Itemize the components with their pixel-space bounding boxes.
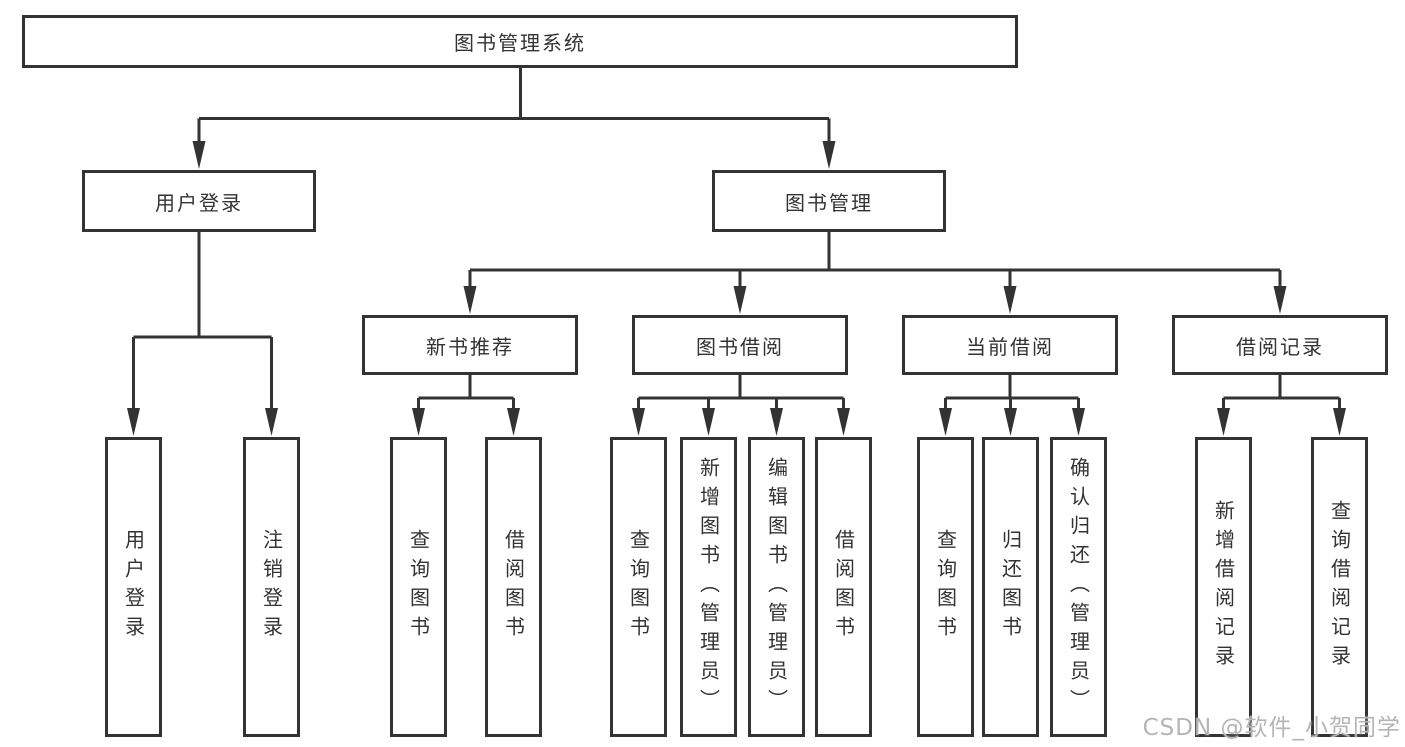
node-book-management: 图书管理 <box>712 170 946 232</box>
leaf-current-return-books: 归还图书 <box>982 437 1039 737</box>
node-current-borrowing: 当前借阅 <box>902 315 1118 375</box>
node-borrowing-records: 借阅记录 <box>1172 315 1388 375</box>
leaf-borrowing-edit-books-admin: 编辑图书（管理员） <box>748 437 805 737</box>
node-label: 借阅记录 <box>1236 334 1324 359</box>
node-label: 当前借阅 <box>966 334 1054 359</box>
leaf-newrec-borrow-books: 借阅图书 <box>485 437 542 737</box>
node-label: 归还图书 <box>998 529 1023 645</box>
node-label: 新增借阅记录 <box>1211 500 1236 674</box>
node-label: 查询借阅记录 <box>1327 500 1352 674</box>
node-label: 查询图书 <box>626 529 651 645</box>
node-label: 新增图书（管理员） <box>696 456 721 718</box>
node-label: 图书借阅 <box>696 334 784 359</box>
leaf-records-add-borrow-record: 新增借阅记录 <box>1195 437 1252 737</box>
node-book-borrowing: 图书借阅 <box>632 315 848 375</box>
leaf-newrec-query-books: 查询图书 <box>390 437 447 737</box>
node-label: 借阅图书 <box>501 529 526 645</box>
node-label: 用户登录 <box>121 529 146 645</box>
leaf-current-query-books: 查询图书 <box>917 437 974 737</box>
leaf-user-login: 用户登录 <box>105 437 162 737</box>
node-label: 查询图书 <box>406 529 431 645</box>
node-label: 图书管理 <box>785 190 873 215</box>
node-label: 图书管理系统 <box>454 31 586 55</box>
csdn-watermark: CSDN @软件_小贺同学 <box>1142 715 1401 741</box>
node-user-login: 用户登录 <box>82 170 316 232</box>
node-label: 新书推荐 <box>426 334 514 359</box>
arrowhead-group <box>127 141 1346 436</box>
leaf-current-confirm-return-admin: 确认归还（管理员） <box>1050 437 1107 737</box>
node-library-management-system: 图书管理系统 <box>22 15 1018 68</box>
node-new-book-recommendation: 新书推荐 <box>362 315 578 375</box>
leaf-records-query-borrow-record: 查询借阅记录 <box>1311 437 1368 737</box>
leaf-borrowing-query-books: 查询图书 <box>610 437 667 737</box>
node-label: 确认归还（管理员） <box>1066 456 1091 718</box>
node-label: 用户登录 <box>155 190 243 215</box>
node-label: 编辑图书（管理员） <box>764 456 789 718</box>
node-label: 查询图书 <box>933 529 958 645</box>
leaf-borrowing-borrow-books: 借阅图书 <box>815 437 872 737</box>
node-label: 借阅图书 <box>831 529 856 645</box>
leaf-logout: 注销登录 <box>243 437 300 737</box>
node-label: 注销登录 <box>259 529 284 645</box>
leaf-borrowing-add-books-admin: 新增图书（管理员） <box>680 437 737 737</box>
